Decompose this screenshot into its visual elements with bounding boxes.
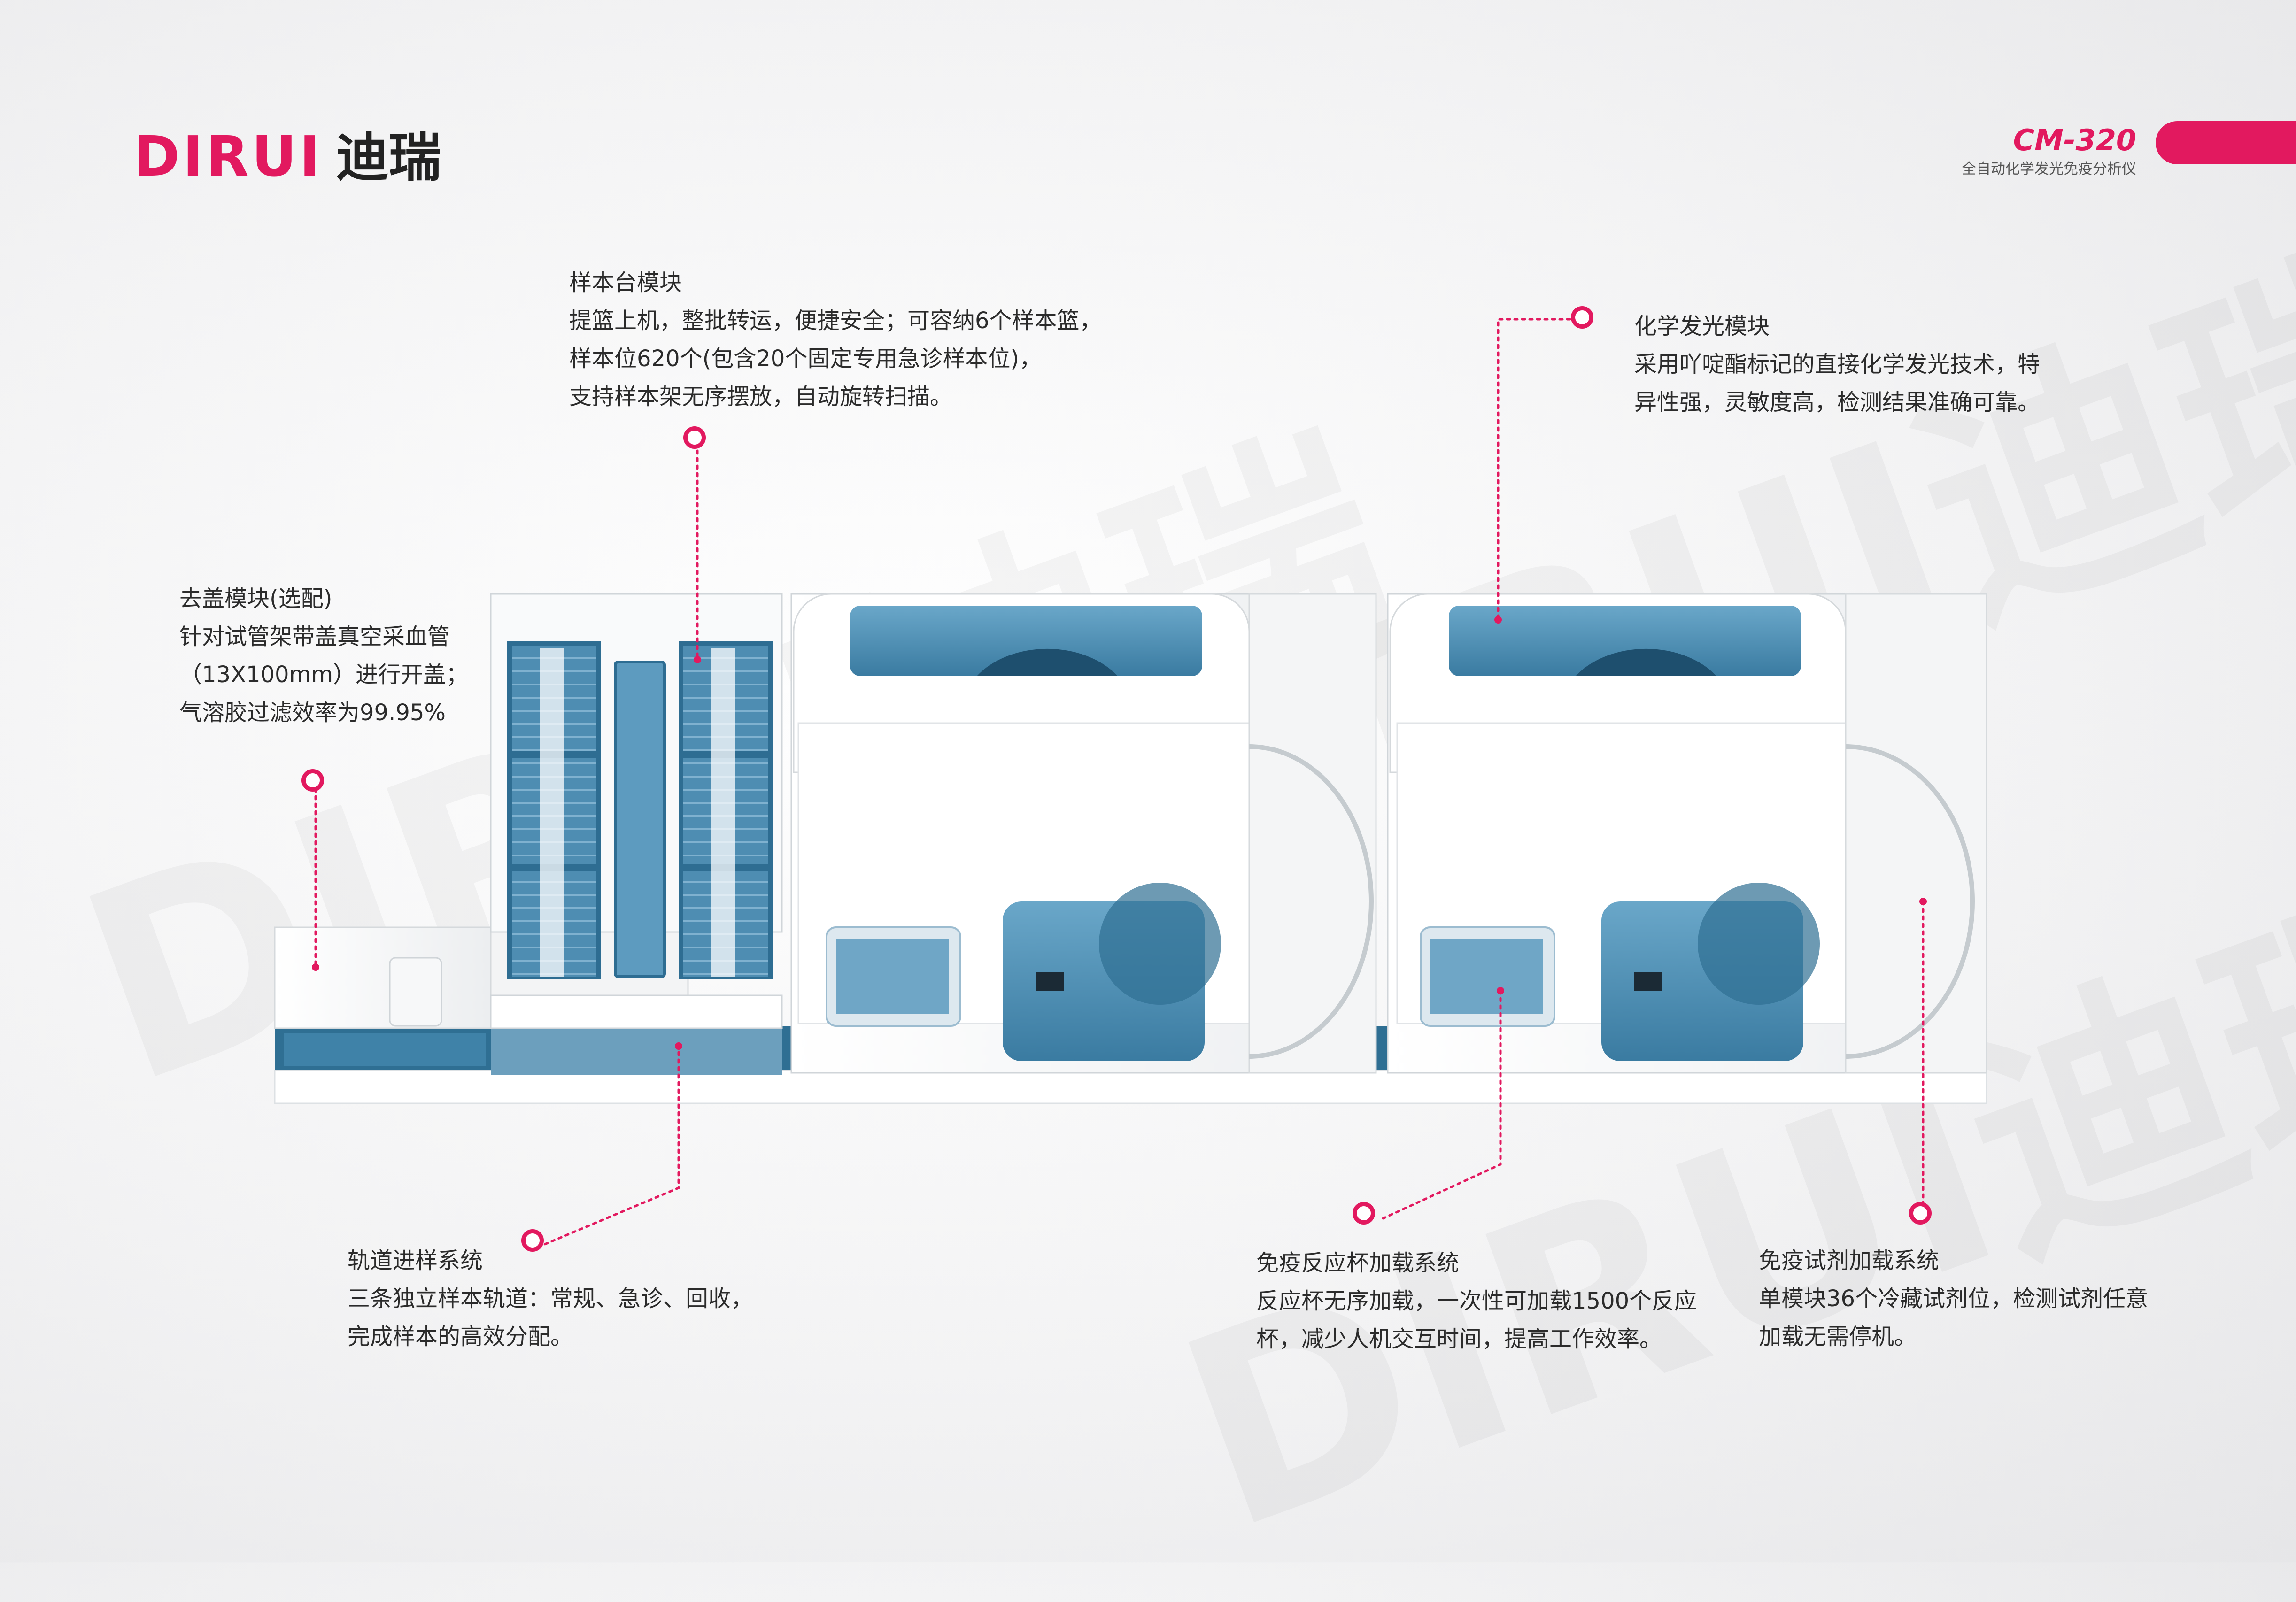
callout-anchor-decapping	[312, 963, 319, 971]
callout-title: 免疫试剂加载系统	[1759, 1248, 1940, 1274]
callout-anchor-track	[675, 1042, 682, 1050]
callout-line: 异性强，灵敏度高，检测结果准确可靠。	[1634, 389, 2041, 416]
callout-line: 三条独立样本轨道：常规、急诊、回收，	[348, 1286, 754, 1312]
analyzer-illustration	[274, 593, 1987, 1104]
header-accent-tab	[2156, 121, 2296, 164]
callout-title: 化学发光模块	[1634, 313, 1770, 339]
callout-pin-chemiluminescence	[1571, 306, 1593, 329]
callout-title: 免疫反应杯加载系统	[1256, 1250, 1460, 1276]
brand-logo: DIRUI 迪瑞	[134, 115, 441, 191]
callout-title: 样本台模块	[569, 270, 682, 296]
callout-anchor-sample-stage	[694, 656, 701, 663]
product-model: CM-320	[2013, 123, 2136, 157]
callout-line: 单模块36个冷藏试剂位，检测试剂任意	[1759, 1286, 2149, 1312]
callout-pin-reagent	[1909, 1202, 1932, 1225]
callout-reagent: 免疫试剂加载系统 单模块36个冷藏试剂位，检测试剂任意 加载无需停机。	[1759, 1242, 2228, 1356]
brand-logo-chinese: 迪瑞	[336, 127, 441, 188]
decapping-module	[274, 926, 492, 1029]
callout-pin-track	[521, 1229, 544, 1252]
callout-pin-decapping	[301, 769, 324, 792]
callout-track: 轨道进样系统 三条独立样本轨道：常规、急诊、回收， 完成样本的高效分配。	[348, 1242, 864, 1356]
callout-connectors	[314, 318, 1925, 1246]
callout-line: 反应杯无序加载，一次性可加载1500个反应	[1256, 1288, 1697, 1314]
callout-line: 加载无需停机。	[1759, 1324, 1917, 1350]
callout-anchor-reagent	[1919, 898, 1927, 905]
callout-anchor-chemiluminescence	[1494, 616, 1502, 624]
callout-sample-stage: 样本台模块 提篮上机，整批转运，便捷安全；可容纳6个样本篮， 样本位620个(包…	[569, 264, 1180, 416]
callout-line: 支持样本架无序摆放，自动旋转扫描。	[569, 384, 953, 410]
callout-line: 杯，减少人机交互时间，提高工作效率。	[1256, 1326, 1662, 1352]
callout-anchor-cuvette	[1497, 987, 1504, 994]
brand-logo-text: DIRUI	[134, 124, 323, 189]
callout-line: 气溶胶过滤效率为99.95%	[179, 700, 446, 726]
product-subtitle: 全自动化学发光免疫分析仪	[1962, 161, 2136, 177]
callout-line: 采用吖啶酯标记的直接化学发光技术，特	[1634, 351, 2041, 377]
callout-title: 去盖模块(选配)	[179, 585, 332, 612]
callout-line: 提篮上机，整批转运，便捷安全；可容纳6个样本篮，	[569, 308, 1102, 334]
callout-line: 针对试管架带盖真空采血管	[179, 624, 450, 650]
callout-pin-cuvette	[1353, 1202, 1375, 1225]
callout-line: 完成样本的高效分配。	[348, 1324, 573, 1350]
callout-cuvette: 免疫反应杯加载系统 反应杯无序加载，一次性可加载1500个反应 杯，减少人机交互…	[1256, 1244, 1773, 1358]
callout-decapping: 去盖模块(选配) 针对试管架带盖真空采血管 （13X100mm）进行开盖； 气溶…	[179, 580, 555, 732]
callout-chemiluminescence: 化学发光模块 采用吖啶酯标记的直接化学发光技术，特 异性强，灵敏度高，检测结果准…	[1634, 308, 2151, 422]
callout-title: 轨道进样系统	[348, 1248, 483, 1274]
callout-line: （13X100mm）进行开盖；	[179, 662, 469, 688]
callout-pin-sample-stage	[683, 426, 706, 449]
callout-line: 样本位620个(包含20个固定专用急诊样本位)，	[569, 346, 1042, 372]
